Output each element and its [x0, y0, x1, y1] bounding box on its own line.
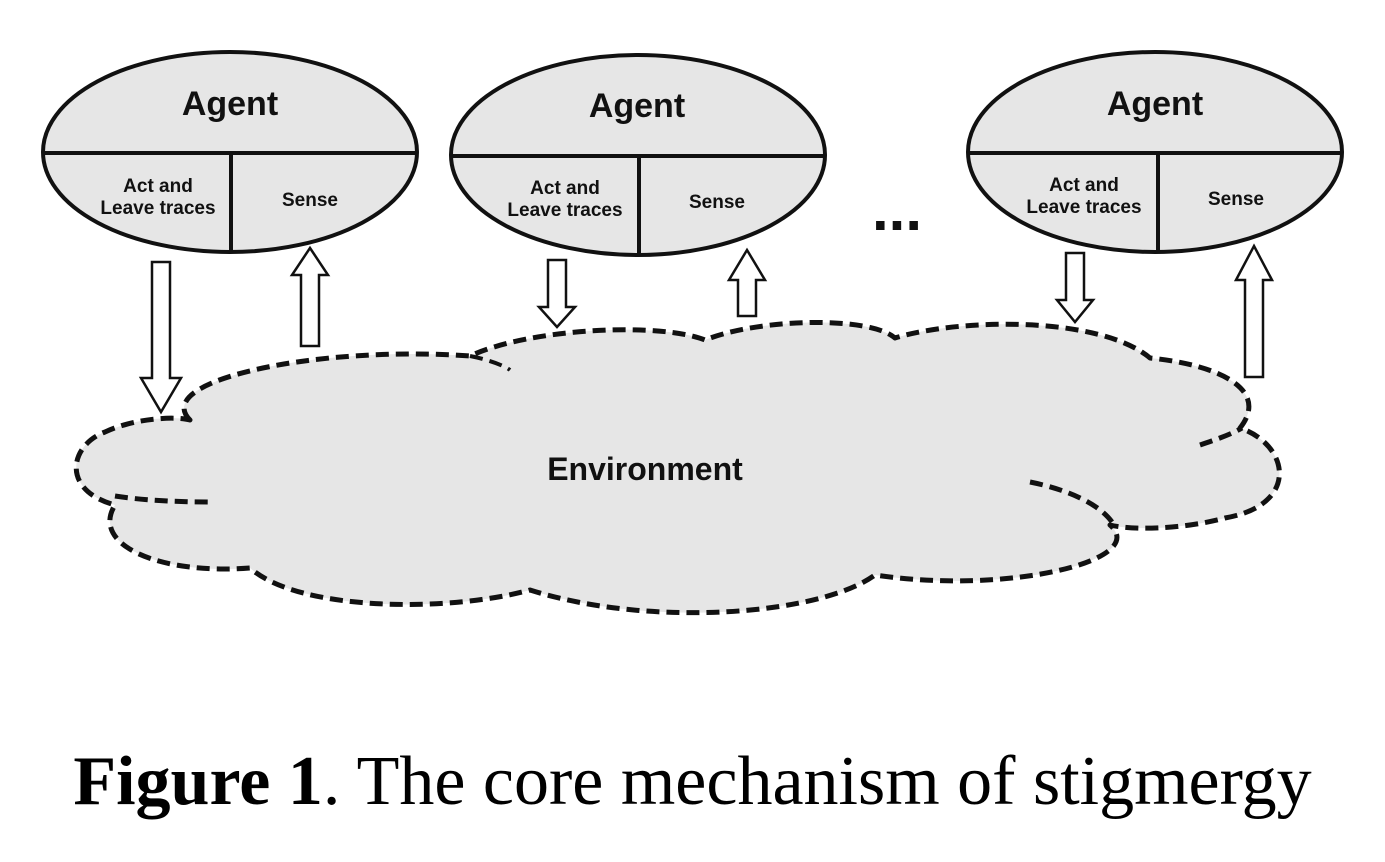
arrow-up-sense-agent-1	[289, 245, 331, 348]
arrow-up-sense-agent-2	[726, 247, 768, 318]
cloud-inner-dash	[1199, 425, 1244, 448]
act-label-line-1: Act and	[1049, 175, 1119, 196]
act-label-line-2: Leave traces	[100, 198, 215, 219]
stigmergy-diagram: Environment Agent Act and Leave traces S…	[41, 50, 1344, 616]
act-label-line-1: Act and	[530, 178, 600, 199]
figure-caption: Figure 1. The core mechanism of stigmerg…	[0, 740, 1385, 824]
agent-3: Agent Act and Leave traces Sense	[966, 50, 1344, 254]
figure-caption-text: . The core mechanism of stigmergy	[322, 743, 1312, 820]
environment-label: Environment	[547, 451, 743, 487]
arrow-down-act-agent-2	[536, 258, 578, 329]
arrow-up-sense-agent-3	[1233, 243, 1275, 379]
sense-label: Sense	[1208, 189, 1264, 210]
arrow-down-act-agent-3	[1054, 251, 1096, 324]
agent-title: Agent	[182, 85, 278, 123]
ellipsis: ...	[872, 176, 922, 243]
agent-title: Agent	[589, 87, 685, 125]
sense-label: Sense	[689, 192, 745, 213]
act-label-line-2: Leave traces	[1026, 197, 1141, 218]
act-label-line-2: Leave traces	[507, 200, 622, 221]
environment-cloud: Environment	[73, 319, 1282, 616]
act-label-line-1: Act and	[123, 176, 193, 197]
arrows	[138, 243, 1275, 415]
agent-1: Agent Act and Leave traces Sense	[41, 50, 419, 254]
cloud-inner-dash	[469, 354, 512, 372]
agent-title: Agent	[1107, 85, 1203, 123]
cloud-inner-dash	[1029, 479, 1115, 524]
environment-cloud-shape	[73, 319, 1282, 616]
arrow-down-act-agent-1	[138, 260, 184, 415]
cloud-inner-dash	[114, 493, 211, 505]
sense-label: Sense	[282, 190, 338, 211]
agent-2: Agent Act and Leave traces Sense	[449, 53, 827, 257]
figure-label: Figure 1	[73, 743, 323, 820]
